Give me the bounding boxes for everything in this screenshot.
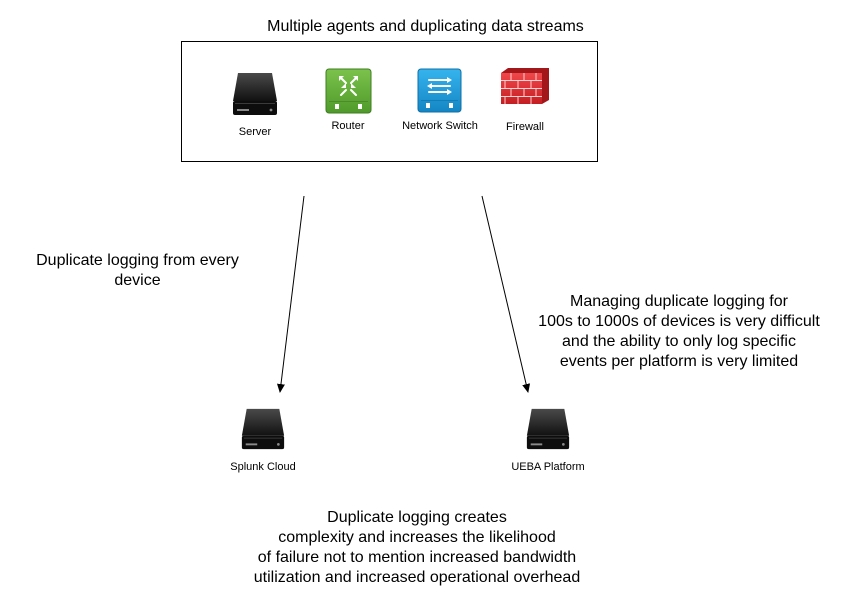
destination-label-ueba-platform: UEBA Platform [511, 461, 585, 473]
firewall-icon [500, 67, 550, 105]
arrow-to-ueba-platform [481, 195, 531, 393]
note-managing-duplicate-logging: Managing duplicate logging for 100s to 1… [538, 293, 820, 370]
device-label-firewall: Firewall [506, 121, 544, 133]
device-label-router: Router [331, 120, 365, 132]
server-icon [524, 405, 572, 453]
arrow-to-splunk-cloud [277, 195, 305, 393]
device-label-server: Server [238, 126, 272, 138]
destination-label-splunk-cloud: Splunk Cloud [230, 461, 296, 473]
note-duplicate-logging-complexity: Duplicate logging creates complexity and… [253, 509, 581, 586]
note-duplicate-logging-every-device: Duplicate logging from every device [36, 252, 239, 289]
source-devices-group [181, 41, 598, 162]
diagram-title: Multiple agents and duplicating data str… [267, 18, 584, 35]
network-switch-icon [417, 68, 462, 113]
server-icon [230, 69, 280, 119]
server-icon [239, 405, 287, 453]
router-icon [325, 68, 372, 114]
device-label-network-switch: Network Switch [402, 120, 478, 132]
